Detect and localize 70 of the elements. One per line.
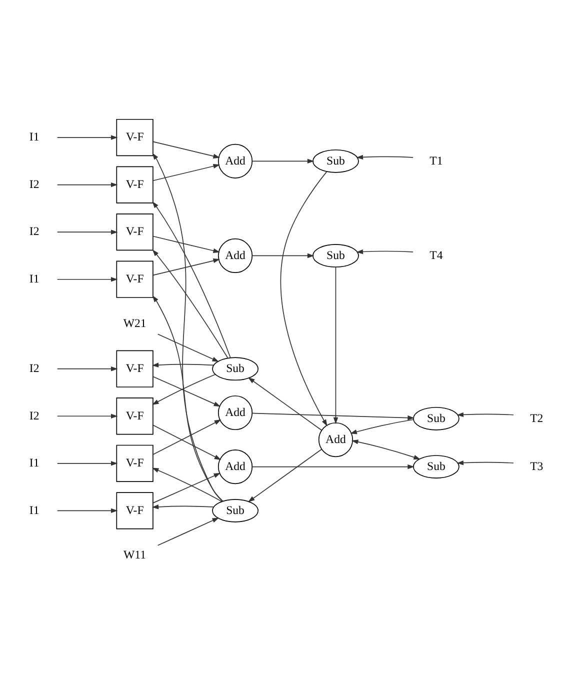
node-text: I2	[29, 224, 40, 238]
node-text: W21	[123, 316, 146, 330]
node-text: I2	[29, 176, 40, 190]
arrow	[152, 424, 222, 460]
arrow	[152, 374, 216, 404]
arrow	[152, 362, 214, 367]
arrow	[152, 163, 220, 181]
arrow	[248, 376, 322, 430]
arrow	[152, 235, 220, 252]
node-ellipse: Sub	[312, 148, 359, 172]
node-box: V-F	[116, 118, 154, 156]
arrow	[252, 412, 414, 420]
arrow	[252, 464, 414, 469]
arrow	[56, 276, 118, 282]
arrow	[252, 252, 314, 258]
arrow	[152, 294, 224, 502]
arrow	[152, 152, 223, 502]
arrow	[456, 460, 514, 465]
arrow	[56, 508, 118, 513]
node-text: T2	[530, 410, 544, 424]
node-text: I1	[29, 502, 40, 516]
arrow	[456, 412, 514, 417]
arrow	[333, 266, 338, 424]
node-circle: Add	[218, 394, 253, 430]
arrow	[356, 248, 414, 254]
arrow	[356, 154, 414, 160]
node-text: I2	[29, 408, 40, 422]
node-circle: Add	[218, 448, 253, 484]
node-box: V-F	[116, 492, 154, 529]
arrow	[350, 418, 414, 434]
arrow	[56, 229, 118, 234]
arrow	[56, 460, 118, 466]
node-text: I2	[29, 360, 40, 374]
node-text: I1	[29, 129, 40, 144]
node-text: T3	[530, 458, 544, 472]
arrow	[56, 182, 118, 187]
node-text: I1	[29, 270, 40, 285]
node-circle: Add	[318, 422, 354, 457]
arrow	[152, 258, 220, 276]
node-box: V-F	[116, 397, 154, 434]
arrow	[280, 170, 328, 426]
arrow	[152, 376, 221, 406]
arrow	[152, 248, 228, 358]
arrow	[56, 366, 118, 371]
node-box: V-F	[116, 260, 154, 298]
node-circle: Add	[218, 238, 253, 273]
arrow	[248, 448, 322, 502]
node-text: T1	[430, 152, 443, 167]
arrow	[157, 517, 220, 546]
arrow	[351, 439, 420, 459]
arrow	[152, 140, 220, 158]
node-box: V-F	[116, 213, 154, 250]
arrow	[157, 333, 220, 362]
node-ellipse: Sub	[312, 244, 359, 267]
node-text: I1	[29, 455, 40, 470]
node-circle: Add	[218, 143, 253, 178]
arrow	[56, 134, 118, 140]
arrow	[152, 419, 222, 454]
node-text: W11	[124, 547, 146, 562]
arrow	[152, 472, 221, 503]
arrow	[252, 158, 314, 164]
node-ellipse: Sub	[412, 406, 460, 430]
node-text: T4	[430, 247, 443, 262]
node-box: V-F	[116, 350, 154, 387]
arrow	[152, 504, 214, 509]
arrow	[152, 467, 222, 502]
node-box: V-F	[116, 166, 154, 203]
arrow	[152, 200, 231, 358]
node-box: V-F	[116, 444, 154, 482]
arrow	[56, 413, 118, 418]
